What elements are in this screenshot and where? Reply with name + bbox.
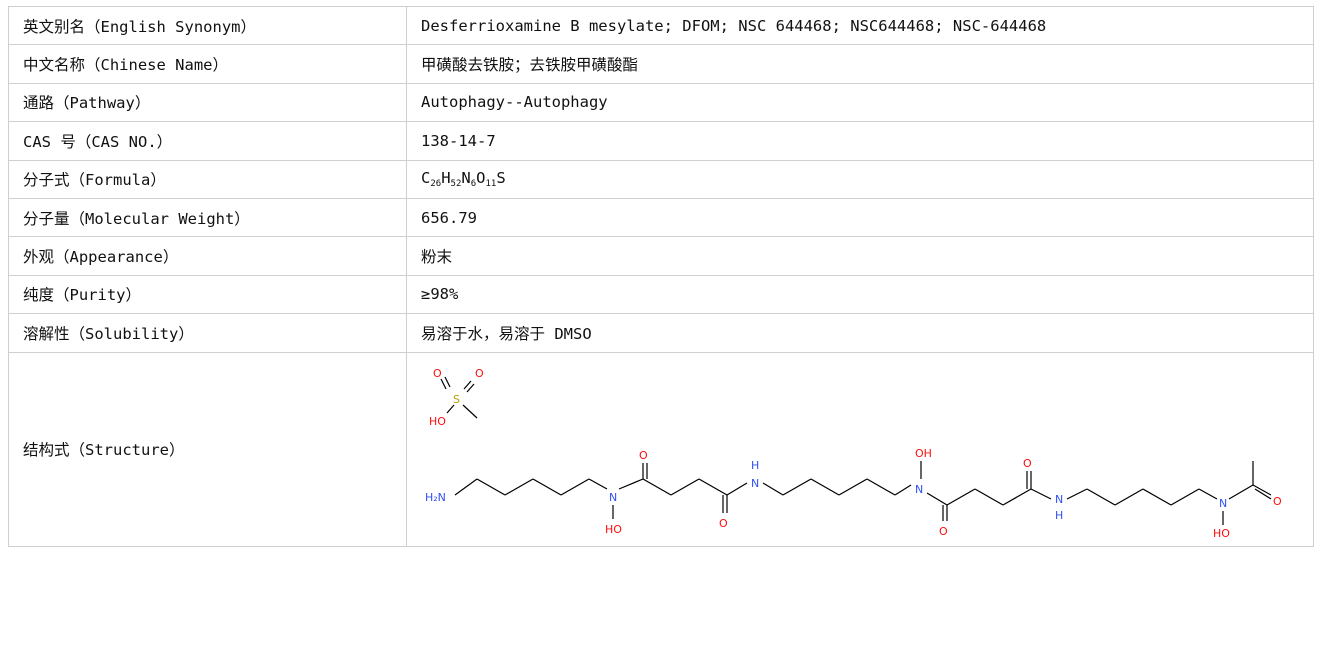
- svg-text:H: H: [1055, 509, 1063, 522]
- value-english-synonym: Desferrioxamine B mesylate; DFOM; NSC 64…: [406, 5, 1314, 46]
- value-purity: ≥98%: [406, 274, 1314, 315]
- row-pathway: 通路（Pathway） Autophagy--Autophagy: [8, 82, 1314, 123]
- svg-text:HO: HO: [1213, 527, 1230, 540]
- row-formula: 分子式（Formula） C26H52N6O11S: [8, 159, 1314, 199]
- svg-text:OH: OH: [915, 447, 932, 460]
- row-cas: CAS 号（CAS NO.） 138-14-7: [8, 121, 1314, 161]
- svg-text:S: S: [453, 393, 460, 406]
- product-info-table: 英文别名（English Synonym） Desferrioxamine B …: [8, 5, 1314, 547]
- value-chinese-name: 甲磺酸去铁胺；去铁胺甲磺酸酯: [406, 44, 1314, 84]
- value-cas: 138-14-7: [406, 121, 1314, 161]
- label-structure: 结构式（Structure）: [8, 351, 407, 547]
- row-english-synonym: 英文别名（English Synonym） Desferrioxamine B …: [8, 5, 1314, 46]
- label-cas: CAS 号（CAS NO.）: [8, 121, 407, 161]
- svg-text:H₂N: H₂N: [425, 491, 446, 504]
- row-appearance: 外观（Appearance） 粉末: [8, 236, 1314, 276]
- label-english-synonym: 英文别名（English Synonym）: [8, 5, 407, 46]
- svg-text:O: O: [939, 525, 948, 538]
- formula-text: C26H52N6O11S: [421, 169, 506, 190]
- value-pathway: Autophagy--Autophagy: [406, 82, 1314, 123]
- label-molecular-weight: 分子量（Molecular Weight）: [8, 197, 407, 238]
- svg-text:N: N: [915, 483, 923, 496]
- row-molecular-weight: 分子量（Molecular Weight） 656.79: [8, 197, 1314, 238]
- row-solubility: 溶解性（Solubility） 易溶于水，易溶于 DMSO: [8, 313, 1314, 353]
- structure-atom-labels: O S O HO H₂N N HO O O H N OH N O: [425, 367, 1282, 540]
- svg-text:N: N: [1055, 493, 1063, 506]
- svg-text:HO: HO: [605, 523, 622, 536]
- row-chinese-name: 中文名称（Chinese Name） 甲磺酸去铁胺；去铁胺甲磺酸酯: [8, 44, 1314, 84]
- value-molecular-weight: 656.79: [406, 197, 1314, 238]
- svg-text:O: O: [719, 517, 728, 530]
- svg-text:O: O: [433, 367, 442, 380]
- label-pathway: 通路（Pathway）: [8, 82, 407, 123]
- value-formula: C26H52N6O11S: [406, 159, 1314, 199]
- label-chinese-name: 中文名称（Chinese Name）: [8, 44, 407, 84]
- label-purity: 纯度（Purity）: [8, 274, 407, 315]
- row-purity: 纯度（Purity） ≥98%: [8, 274, 1314, 315]
- svg-text:O: O: [639, 449, 648, 462]
- value-structure: O S O HO H₂N N HO O O H N OH N O: [406, 351, 1314, 547]
- svg-text:O: O: [1023, 457, 1032, 470]
- svg-text:O: O: [475, 367, 484, 380]
- label-appearance: 外观（Appearance）: [8, 236, 407, 276]
- value-solubility: 易溶于水，易溶于 DMSO: [406, 313, 1314, 353]
- svg-text:H: H: [751, 459, 759, 472]
- svg-text:N: N: [751, 477, 759, 490]
- value-appearance: 粉末: [406, 236, 1314, 276]
- svg-text:O: O: [1273, 495, 1282, 508]
- label-solubility: 溶解性（Solubility）: [8, 313, 407, 353]
- label-formula: 分子式（Formula）: [8, 159, 407, 199]
- row-structure: 结构式（Structure）: [8, 351, 1314, 547]
- svg-text:N: N: [609, 491, 617, 504]
- svg-text:HO: HO: [429, 415, 446, 428]
- svg-text:N: N: [1219, 497, 1227, 510]
- structure-diagram: O S O HO H₂N N HO O O H N OH N O: [425, 367, 1282, 540]
- structure-bonds: [440, 376, 1272, 525]
